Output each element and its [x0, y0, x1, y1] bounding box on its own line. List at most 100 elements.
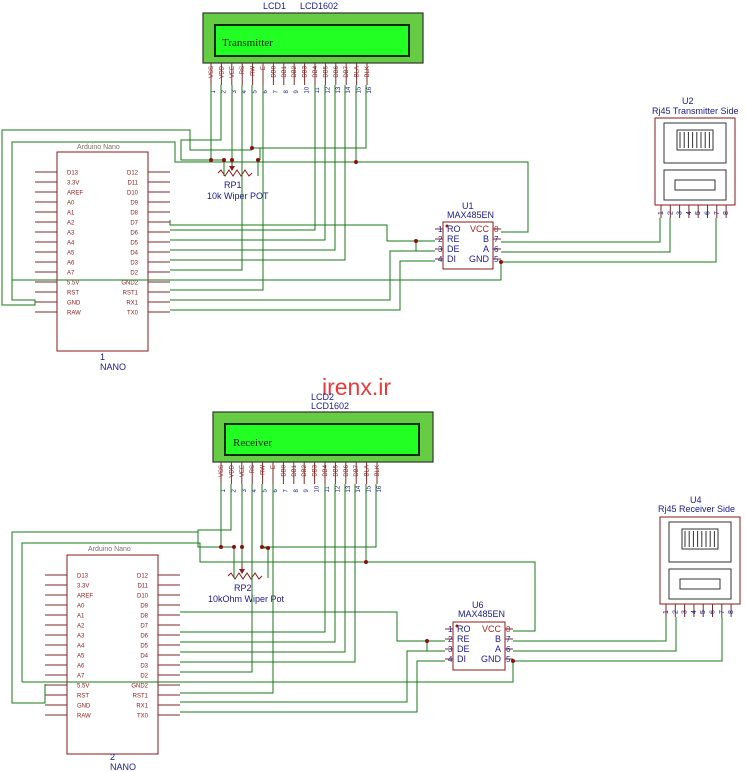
u2-pin-number: 5 — [695, 211, 702, 215]
nano2-right-pin-label: RST1 — [133, 694, 149, 700]
u1-pin-number: 2 — [438, 235, 443, 244]
lcd1-pin-number: 9 — [294, 90, 300, 94]
lcd2-pin-name: RS — [250, 465, 256, 473]
u1-body — [442, 221, 494, 270]
nano2-left-pin-label: A6 — [77, 664, 85, 670]
wires-top — [1, 85, 717, 311]
nano2-right-pin-label: D7 — [140, 624, 148, 630]
nano1-right-pin-label: D2 — [130, 271, 138, 277]
lcd1-pin-name: DB5 — [323, 65, 329, 77]
lcd2-pin-name: E — [271, 465, 277, 469]
lcd1-pin-name: VDD — [219, 65, 225, 78]
u1-pin-number: 3 — [438, 245, 443, 254]
wire — [180, 85, 222, 161]
wire — [180, 611, 445, 642]
u2-ref: U2 — [682, 96, 694, 106]
u6-pin-label: RE — [457, 634, 470, 644]
lcd2-module: LCD2 LCD1602 Receiver VSS1VDD2VEE3RS4RW5… — [212, 392, 434, 493]
nano1-left-pin-label: A6 — [67, 261, 75, 267]
nano2-left-pin-label: A2 — [77, 624, 85, 630]
lcd1-screen — [216, 26, 408, 55]
junction-dot — [364, 560, 368, 564]
nano2-right-pin-label: RX1 — [136, 704, 148, 710]
wire — [513, 617, 677, 652]
wire — [355, 85, 529, 233]
nano1-left-pin-label: A7 — [67, 271, 75, 277]
u6-pin-label: DE — [457, 644, 470, 654]
u1-pin-label: VCC — [470, 224, 490, 234]
lcd2-pin-name: DB6 — [344, 464, 350, 476]
lcd1-pin-name: VSS — [209, 66, 215, 78]
u6-pin-number: 8 — [506, 625, 511, 634]
lcd1-ref: LCD1 — [263, 1, 286, 11]
nano1-right-pin-label: RX1 — [126, 301, 138, 307]
lcd2-pin-number: 8 — [294, 489, 300, 493]
nano1-module: Arduino Nano D133.3VAREFA0A1A2A3A4A5A6A7… — [35, 144, 170, 372]
u1-ref: U1 — [462, 201, 474, 211]
u1-pin1-marker — [445, 224, 449, 228]
lcd2-pin-number: 4 — [252, 489, 258, 493]
lcd2-pin-name: DB1 — [292, 464, 298, 476]
nano1-right-pin-label: RST1 — [123, 291, 139, 297]
wire — [180, 484, 253, 673]
u1-pin-number: 1 — [438, 225, 443, 234]
u1-pin-number: 5 — [494, 255, 499, 264]
u6-pin-label: RO — [457, 624, 471, 634]
nano2-module: Arduino Nano D133.3VAREFA0A1A2A3A4A5A6A7… — [45, 546, 180, 772]
wire — [513, 617, 723, 662]
u6-pin-number: 7 — [506, 635, 511, 644]
u2-pin-number: 2 — [667, 211, 674, 215]
wire — [210, 85, 224, 161]
lcd2-pin-number: 15 — [367, 485, 373, 492]
u4-pin-number: 7 — [719, 610, 726, 614]
lcd2-pin-name: VSS — [219, 465, 225, 477]
u1-pin-label: DI — [447, 254, 456, 264]
nano1-left-pin-label: 3.3V — [67, 181, 79, 187]
pot-rp1-zigzag — [217, 169, 253, 177]
wire — [180, 484, 356, 663]
wire — [180, 484, 326, 633]
lcd1-pin-number: 4 — [242, 90, 248, 94]
lcd1-pin-number: 16 — [367, 86, 373, 93]
wire — [513, 617, 667, 642]
lcd1-pin-name: DB3 — [303, 65, 309, 77]
lcd2-pins: VSS1VDD2VEE3RS4RW5E6DB07DB18DB29DB310DB4… — [219, 462, 383, 493]
wire — [170, 250, 435, 301]
nano2-left-pin-label: A5 — [77, 654, 85, 660]
watermark-text: irenx.ir — [322, 374, 391, 400]
lcd1-pin-name: DB1 — [282, 65, 288, 77]
lcd2-pin-number: 5 — [263, 489, 269, 493]
transmitter-section: LCD1 LCD1602 Transmitter VSS1VDD2VEE3RS4… — [1, 1, 739, 372]
u6-body — [452, 621, 506, 671]
wire — [170, 85, 336, 251]
lcd1-module: LCD1 LCD1602 Transmitter VSS1VDD2VEE3RS4… — [202, 1, 424, 94]
u6-pin-label: DI — [457, 654, 466, 664]
wire — [197, 484, 232, 548]
nano1-right-pin-label: D9 — [130, 201, 138, 207]
lcd2-model: LCD1602 — [311, 401, 349, 411]
lcd2-pin-number: 16 — [377, 485, 383, 492]
nano1-right-pin-label: D8 — [130, 211, 138, 217]
lcd2-pin-name: DB7 — [354, 464, 360, 476]
nano2-left-pin-label: GND — [77, 704, 91, 710]
nano1-right-pin-label: D3 — [130, 261, 138, 267]
pot-rp2-zigzag — [227, 572, 263, 580]
lcd1-pin-number: 2 — [221, 90, 227, 94]
lcd2-pin-name: DB4 — [323, 464, 329, 476]
nano2-right-pin-label: D12 — [137, 574, 149, 580]
u4-ref: U4 — [690, 495, 702, 505]
pot-rp2-arrow — [239, 569, 245, 574]
junction-dot — [499, 260, 503, 264]
wire — [170, 260, 435, 311]
lcd2-pin-name: BLK — [375, 465, 381, 476]
wire — [501, 218, 671, 253]
u2-lower-body — [663, 169, 727, 201]
wire — [22, 661, 514, 683]
wire — [170, 85, 326, 241]
u6-pin-number: 4 — [448, 655, 453, 664]
nano2-left-pin-label: RAW — [77, 714, 91, 720]
nano2-right-pin-label: GND2 — [131, 684, 148, 690]
nano1-left-pin-label: RAW — [67, 311, 81, 317]
